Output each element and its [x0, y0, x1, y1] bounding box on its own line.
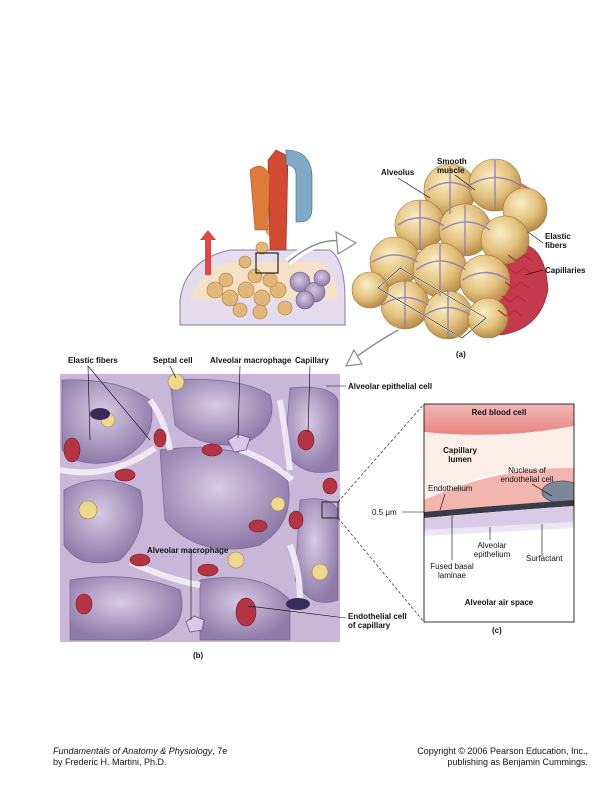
label-endothelial-cell: Endothelial cell of capillary	[348, 612, 407, 630]
label-alveolus: Alveolus	[381, 168, 415, 177]
panel-c-leader-lines	[402, 483, 553, 560]
publisher-line: publishing as Benjamin Cummings.	[447, 757, 588, 767]
label-elastic-fibers-b: Elastic fibers	[68, 356, 118, 365]
label-alveolar-epithelial-cell: Alveolar epithelial cell	[348, 382, 433, 391]
label-capillary: Capillary	[295, 356, 329, 365]
label-capillaries: Capillaries	[545, 266, 586, 275]
panel-c-tag: (c)	[492, 626, 502, 635]
alveolar-tissue-section	[60, 374, 340, 642]
label-capillary-lumen: Capillary lumen	[443, 446, 477, 464]
label-endothelium: Endothelium	[428, 484, 473, 493]
label-scale-bar: 0.5 μm	[372, 508, 397, 517]
panel-a-leader-lines	[397, 174, 544, 276]
copyright-line: Copyright © 2006 Pearson Education, Inc.…	[417, 746, 588, 756]
lung-overview-illustration	[179, 149, 358, 326]
respiratory-membrane-section	[424, 404, 574, 622]
label-red-blood-cell: Red blood cell	[471, 408, 527, 417]
label-alveolar-epithelium: Alveolar epithelium	[473, 541, 511, 559]
zoom-connector-lines	[337, 403, 425, 623]
footer-citation: Fundamentals of Anatomy & Physiology, 7e…	[53, 746, 227, 768]
label-elastic-fibers-a: Elastic fibers	[545, 232, 571, 250]
book-edition: , 7e	[212, 746, 228, 756]
panel-b-leader-lines	[87, 365, 347, 620]
label-septal-cell: Septal cell	[153, 356, 193, 365]
book-author: by Frederic H. Martini, Ph.D.	[53, 757, 167, 767]
footer-copyright: Copyright © 2006 Pearson Education, Inc.…	[417, 746, 588, 768]
label-alveolar-macrophage-inner: Alveolar macrophage	[147, 546, 229, 555]
panel-b-tag: (b)	[193, 651, 204, 660]
label-smooth-muscle: Smooth muscle	[437, 157, 467, 175]
panel-a-tag: (a)	[456, 350, 466, 359]
book-title: Fundamentals of Anatomy & Physiology	[53, 746, 213, 756]
label-fused-basal-laminae: Fused basal laminae	[430, 562, 474, 580]
panel-c-frame	[423, 403, 575, 623]
label-surfactant: Surfactant	[526, 554, 563, 563]
label-alveolar-air-space: Alveolar air space	[464, 598, 534, 607]
label-nucleus: Nucleus of endothelial cell	[500, 466, 554, 484]
alveolar-sac-cluster	[344, 158, 549, 367]
label-alveolar-macrophage-top: Alveolar macrophage	[210, 356, 292, 365]
